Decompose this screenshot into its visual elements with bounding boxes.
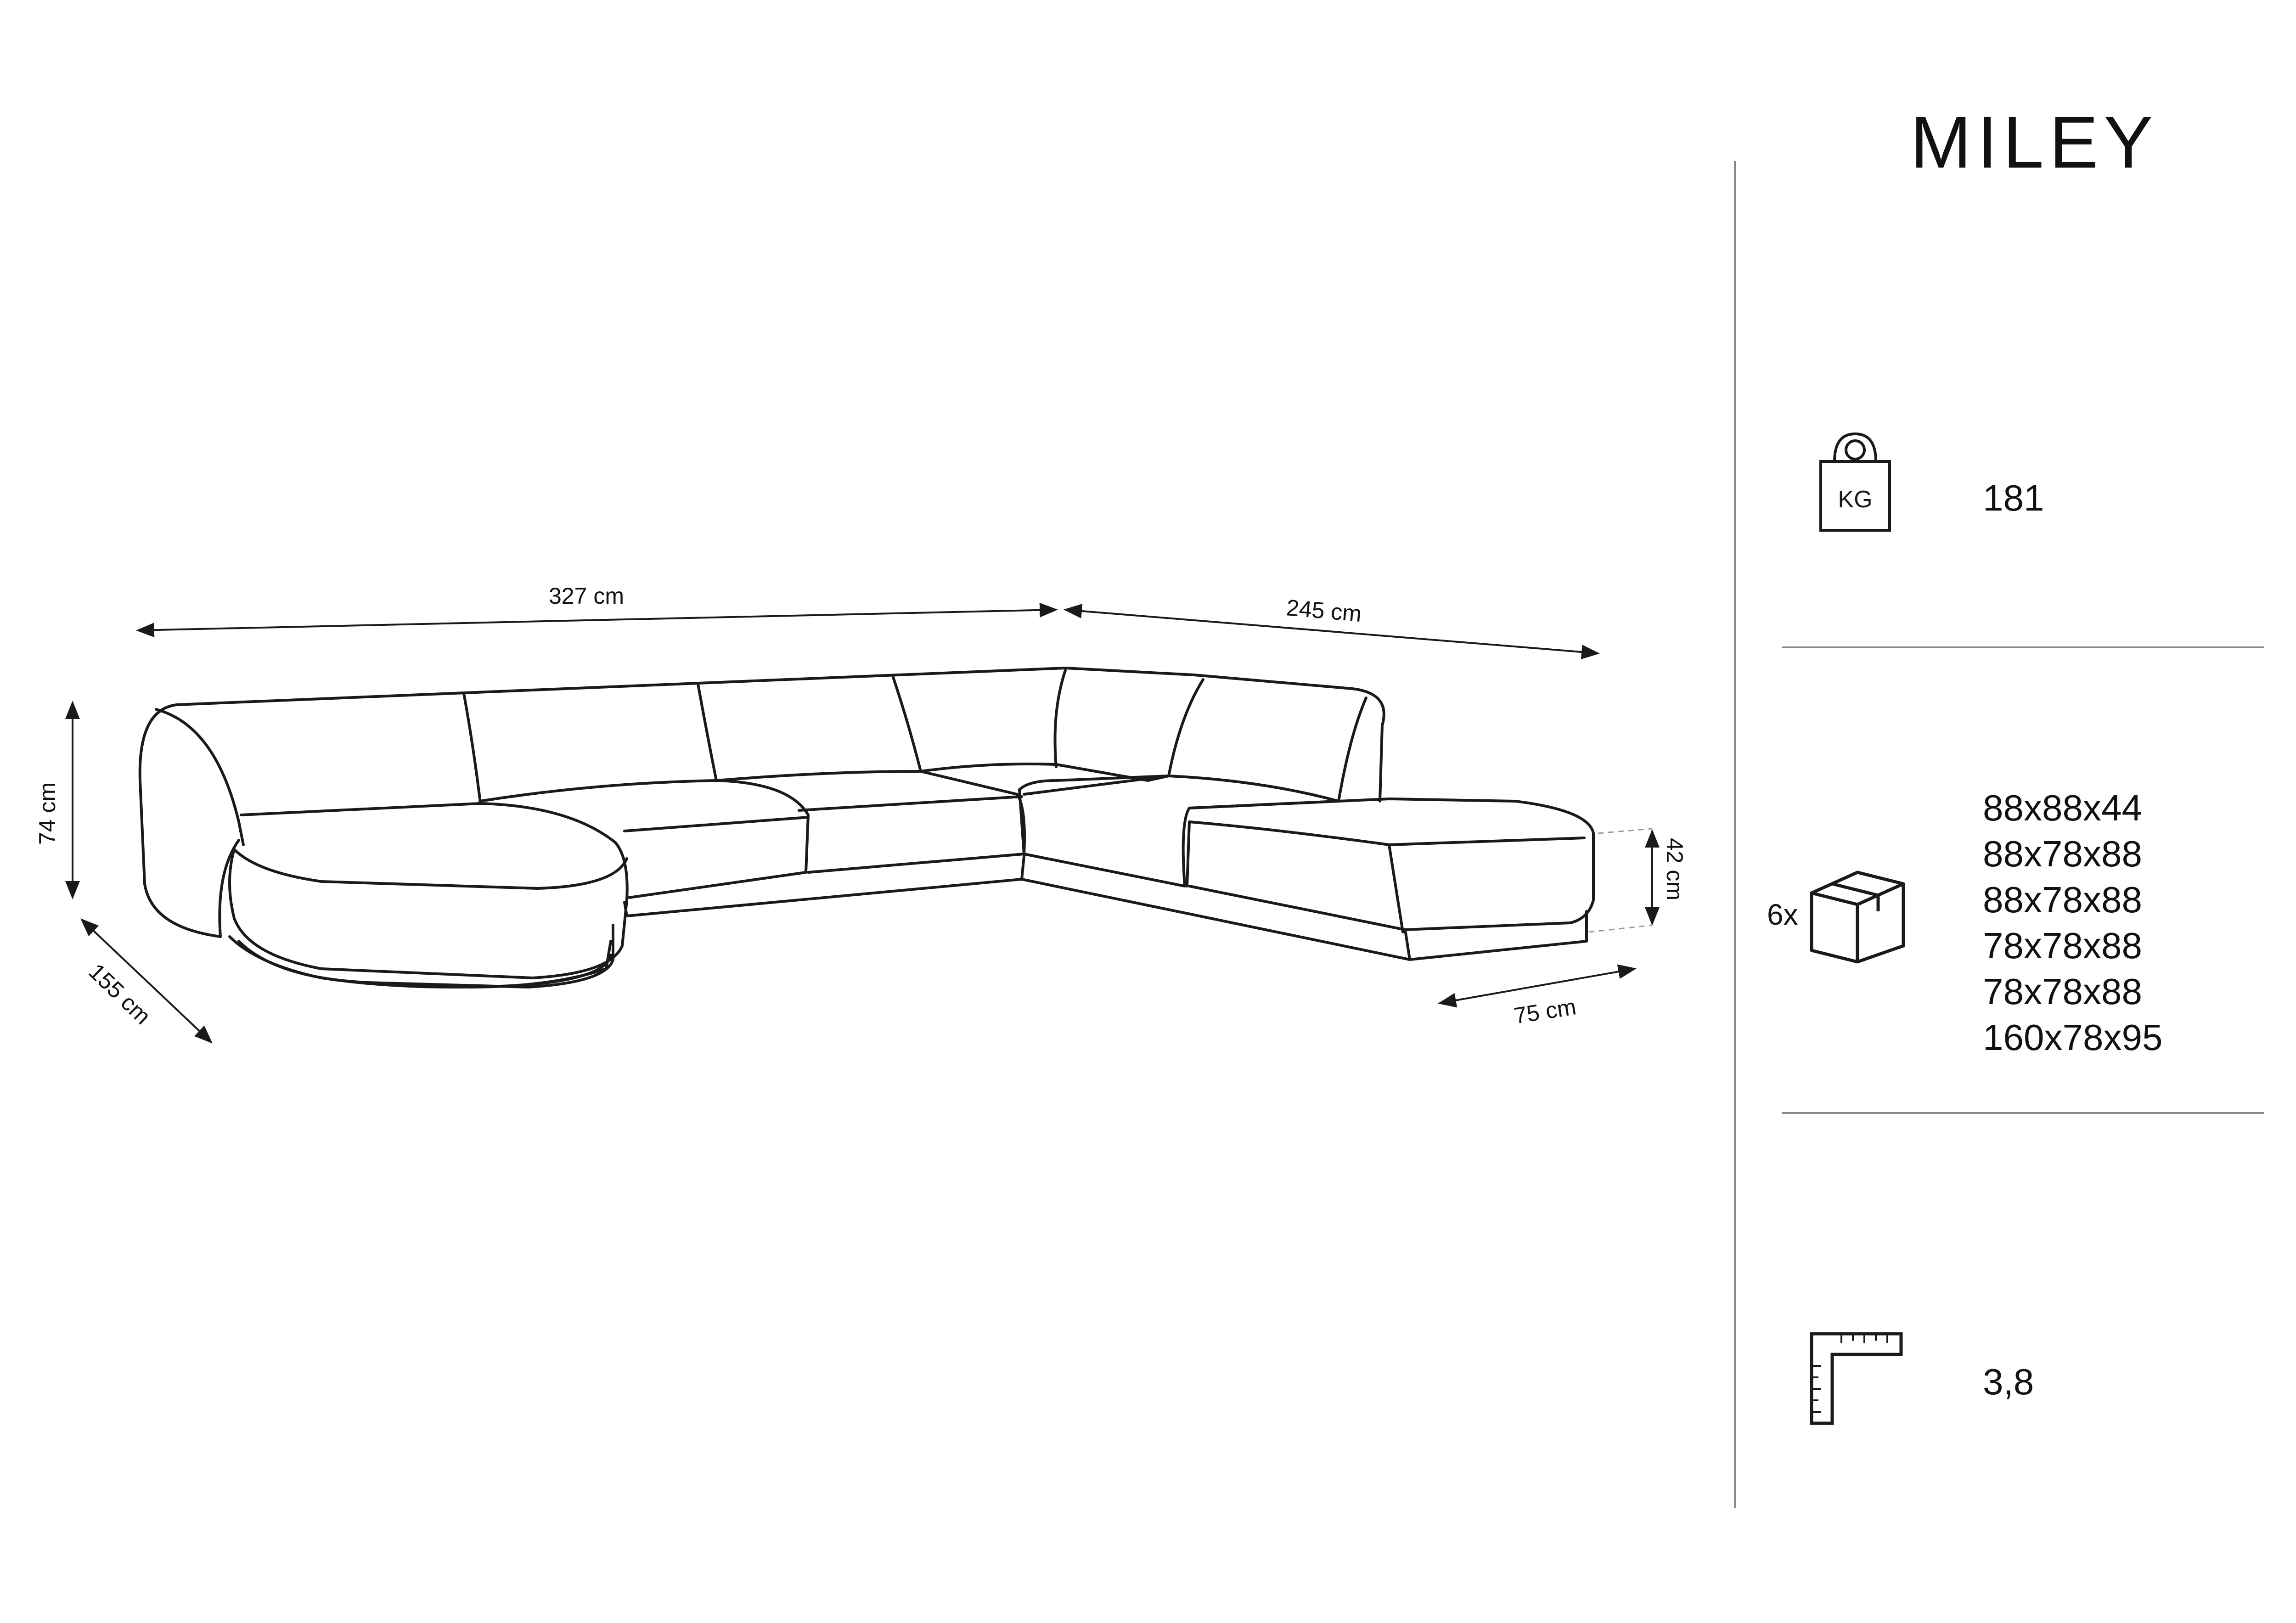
spec-divider-2 (1782, 1112, 2264, 1114)
back-cushion-divider-3 (892, 676, 922, 773)
box-dimension: 88x88x44 (1983, 787, 2142, 828)
box-dimensions-list: 88x88x44 88x78x88 88x78x88 78x78x88 78x7… (1983, 785, 2162, 1061)
seat-cushion-2 (715, 770, 1026, 874)
sofa-outline (138, 667, 1595, 988)
sofa-left-arm (138, 703, 222, 938)
dim-line-width-main (136, 602, 1058, 638)
dim-guide-lines (1588, 828, 1653, 933)
back-cushion-divider-6 (1337, 696, 1367, 803)
sofa-chaise-right (1188, 797, 1595, 931)
dim-label-seat-height: 42 cm (1662, 838, 1688, 900)
dim-line-width-side (1064, 603, 1600, 660)
sofa-chaise-left (228, 802, 629, 979)
sofa-left-arm-inner (155, 708, 245, 846)
package-box-icon (1810, 870, 1905, 964)
back-cushion-divider-1 (462, 692, 481, 800)
product-title: MILEY (1910, 101, 2159, 183)
sofa-chaise-base (237, 924, 614, 988)
dim-line-depth-right (1438, 964, 1637, 1008)
ruler-angle-icon (1810, 1332, 1903, 1425)
dim-label-width-side: 245 cm (1285, 595, 1362, 627)
back-cushion-divider-4 (1053, 669, 1067, 768)
vertical-divider (1734, 161, 1736, 1508)
dimension-lines (65, 602, 1660, 1044)
dim-label-height: 74 cm (34, 782, 60, 845)
seat-cushion-1 (478, 779, 810, 899)
kg-weight-icon (1819, 432, 1891, 532)
seat-cushion-corner (919, 763, 1170, 796)
seat-cushion-3 (1018, 775, 1340, 887)
back-cushion-divider-2 (697, 683, 718, 782)
box-dimension: 78x78x88 (1983, 971, 2142, 1012)
sofa-back-top (175, 667, 1385, 803)
box-count: 6x (1767, 898, 1798, 931)
dim-label-depth-left: 155 cm (84, 959, 156, 1029)
back-cushion-divider-5 (1167, 678, 1204, 777)
kg-icon-label: KG (1838, 486, 1872, 513)
sofa-base-front (625, 878, 1588, 961)
thickness-value: 3,8 (1983, 1361, 2034, 1402)
dim-line-depth-left (80, 918, 213, 1044)
box-dimension: 88x78x88 (1983, 879, 2142, 920)
spec-divider-1 (1782, 646, 2264, 648)
box-dimension: 160x78x95 (1983, 1017, 2163, 1058)
dim-label-depth-right: 75 cm (1512, 994, 1578, 1029)
box-dimension: 88x78x88 (1983, 833, 2142, 874)
weight-value: 181 (1983, 477, 2044, 518)
dim-label-width-main: 327 cm (549, 583, 624, 609)
box-dimension: 78x78x88 (1983, 925, 2142, 966)
